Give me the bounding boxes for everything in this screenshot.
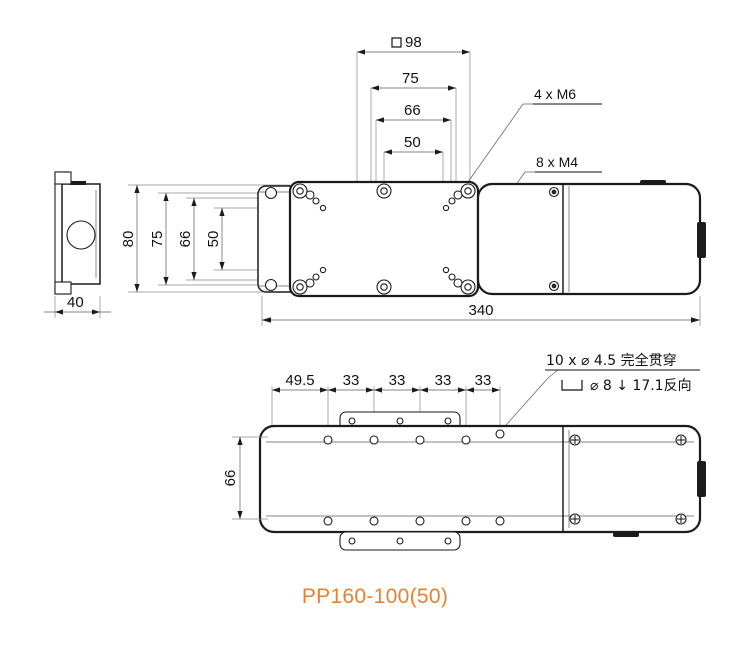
dim-plate-66: 66 (404, 102, 421, 119)
note-hole-line1: 10 x ⌀ 4.5 完全贯穿 (546, 352, 677, 369)
bottom-view-hole-row-bottom (323, 516, 505, 526)
top-view-right-housing (476, 182, 702, 296)
dim-bottom-height: 66 (222, 470, 239, 487)
dim-plate-50: 50 (404, 134, 421, 151)
bottom-view-connector-block (697, 461, 706, 497)
dim-side-width: 40 (67, 294, 84, 311)
plate-horizontal-dimensions: 98 75 66 50 (356, 34, 471, 186)
dim-pitch-first: 49.5 (285, 372, 314, 389)
note-4xm6: 4 x M6 (467, 86, 602, 183)
dim-pitch-2: 33 (389, 372, 406, 389)
bottom-view: 66 (222, 411, 706, 551)
dim-plate-75: 75 (402, 70, 419, 87)
note-hole-line2: ⌀ 8 ↓ 17.1反向 (590, 378, 692, 394)
dim-pitch-4: 33 (475, 372, 492, 389)
dim-pitch-1: 33 (343, 372, 360, 389)
note-hole-callout: 10 x ⌀ 4.5 完全贯穿 ⌀ 8 ↓ 17.1反向 (497, 352, 700, 435)
square-symbol-icon (391, 37, 402, 48)
dim-pitch-3: 33 (435, 372, 452, 389)
dim-plate-outer: 98 (405, 34, 422, 51)
dim-vert-66: 66 (177, 231, 194, 248)
dim-vert-50: 50 (205, 231, 222, 248)
top-view: 340 (257, 180, 706, 326)
note-8xm4-label: 8 x M4 (536, 154, 578, 170)
bottom-view-hole-row-top (323, 429, 505, 445)
page-title: PP160-100(50) (302, 585, 448, 608)
bottom-view-cross-screws (569, 434, 687, 525)
note-4xm6-label: 4 x M6 (534, 86, 576, 102)
side-view-bore-circle (66, 220, 96, 250)
dim-vert-75: 75 (149, 231, 166, 248)
dim-overall-length: 340 (468, 302, 493, 319)
m6-hole-group (292, 183, 476, 295)
side-view: 40 (44, 171, 111, 318)
connector-block (697, 222, 706, 258)
dim-vert-80: 80 (120, 231, 137, 248)
counterbore-symbol-icon (561, 380, 583, 391)
m4-hole-group (305, 190, 463, 288)
